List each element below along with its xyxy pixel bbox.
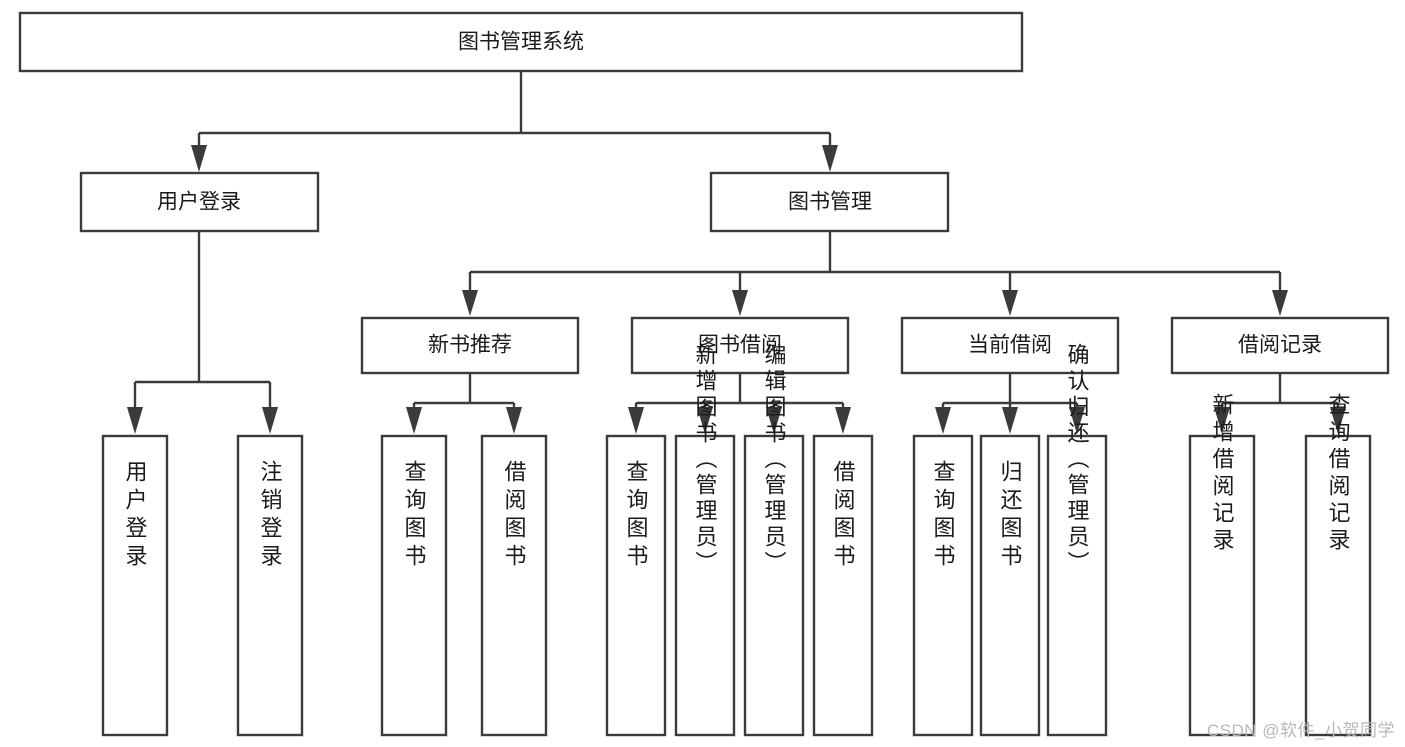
leaf-label: 用户登录 [123,460,148,572]
node-book-borrow[interactable]: 图书借阅 [630,316,850,375]
leaf-box[interactable] [1188,434,1256,737]
leaf-node[interactable]: 查询图书 [380,434,448,737]
leaf-node[interactable]: 借阅图书 [812,434,874,737]
node-root-box[interactable] [18,11,1024,73]
node-user-login-box[interactable] [79,171,320,233]
leaf-box[interactable] [380,434,448,737]
arrow-user-leaf1-icon [127,407,143,434]
arrow-record-l2-icon [1330,407,1346,434]
leaf-box[interactable] [812,434,874,737]
leaf-label: 归还图书 [998,460,1023,572]
leaf-label: 查询图书 [624,460,649,572]
arrow-borrow-l4-icon [835,407,851,434]
leaf-box[interactable] [101,434,169,737]
leaf-box[interactable] [605,434,667,737]
leaf-label: 新增图书（管理员） [693,343,718,577]
node-new-book-rec-box[interactable] [360,316,580,375]
node-book-borrow-label: 图书借阅 [698,334,782,357]
node-new-book-rec-label: 新书推荐 [428,334,512,357]
node-current-borrow-label: 当前借阅 [968,334,1052,357]
node-book-manage-box[interactable] [709,171,950,233]
leaf-node[interactable]: 注销登录 [236,434,304,737]
node-book-manage-label: 图书管理 [788,191,872,214]
arrow-book-to-c1-icon [462,290,478,316]
leaf-box[interactable] [979,434,1041,737]
arrow-root-to-user-icon [191,145,207,172]
leaf-box[interactable] [743,434,805,737]
arrow-newbook-l2-icon [506,407,522,434]
leaf-label: 编辑图书（管理员） [762,343,787,577]
leaf-node[interactable]: 查询图书 [605,434,667,737]
leaf-node[interactable]: 编辑图书（管理员） [743,343,805,737]
node-new-book-rec[interactable]: 新书推荐 [360,316,580,375]
leaf-node[interactable]: 归还图书 [979,434,1041,737]
leaf-node[interactable]: 用户登录 [101,434,169,737]
leaf-box[interactable] [1046,434,1108,737]
node-borrow-record[interactable]: 借阅记录 [1170,316,1390,375]
arrow-book-to-c2-icon [732,290,748,316]
leaf-box[interactable] [1304,434,1372,737]
arrow-current-l3-icon [1069,407,1085,434]
node-borrow-record-label: 借阅记录 [1238,334,1322,357]
leaf-label: 查询借阅记录 [1326,393,1351,555]
leaf-node[interactable]: 借阅图书 [480,434,548,737]
leaf-box[interactable] [236,434,304,737]
arrow-current-l1-icon [935,407,951,434]
leaf-box[interactable] [912,434,974,737]
arrow-book-to-c4-icon [1272,290,1288,316]
node-borrow-record-box[interactable] [1170,316,1390,375]
leaf-label: 查询图书 [402,460,427,572]
leaf-node[interactable]: 查询借阅记录 [1304,393,1372,737]
leaf-label: 借阅图书 [831,460,856,572]
leaf-box[interactable] [480,434,548,737]
csdn-watermark: CSDN @软件_小贺同学 [1206,721,1395,740]
node-book-borrow-box[interactable] [630,316,850,375]
arrow-record-l1-icon [1214,407,1230,434]
leaf-node[interactable]: 确认归还（管理员） [1046,343,1108,737]
arrow-borrow-l1-icon [628,407,644,434]
node-root[interactable]: 图书管理系统 [18,11,1024,73]
node-current-borrow[interactable]: 当前借阅 [900,316,1120,375]
leaf-box[interactable] [674,434,736,737]
arrow-current-l2-icon [1002,407,1018,434]
node-book-manage[interactable]: 图书管理 [709,171,950,233]
arrow-book-to-c3-icon [1002,290,1018,316]
leaf-node[interactable]: 新增借阅记录 [1188,393,1256,737]
arrow-newbook-l1-icon [406,407,422,434]
node-current-borrow-box[interactable] [900,316,1120,375]
leaf-node[interactable]: 新增图书（管理员） [674,343,736,737]
arrow-root-to-book-icon [822,145,838,172]
leaf-label: 确认归还（管理员） [1065,343,1090,577]
leaf-label: 查询图书 [931,460,956,572]
node-user-login-label: 用户登录 [157,191,241,214]
leaf-label: 借阅图书 [502,460,527,572]
arrow-borrow-l2-icon [697,407,713,434]
arrow-user-leaf2-icon [262,407,278,434]
leaf-node[interactable]: 查询图书 [912,434,974,737]
node-user-login[interactable]: 用户登录 [79,171,320,233]
leaf-label: 新增借阅记录 [1210,393,1235,555]
arrow-borrow-l3-icon [766,407,782,434]
node-root-label: 图书管理系统 [458,31,584,54]
leaf-label: 注销登录 [258,460,283,572]
connector-layer [127,71,1346,434]
